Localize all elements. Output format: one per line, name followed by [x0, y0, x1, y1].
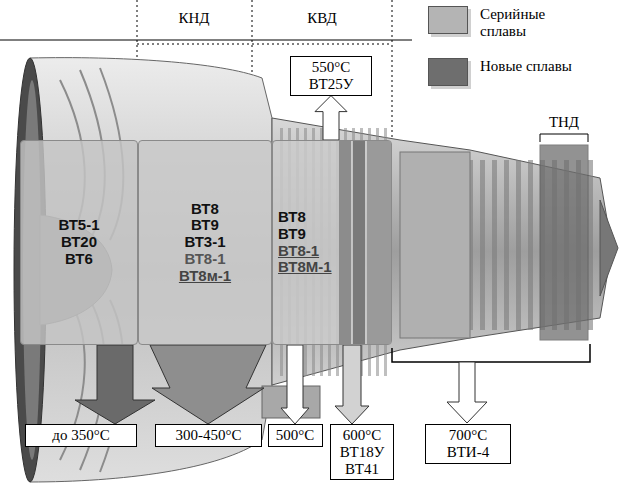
alloy-band: ВТ8ВТ9ВТ8-1ВТ8М-1	[272, 140, 392, 345]
section-bracket	[137, 44, 392, 45]
legend-swatch	[428, 6, 468, 34]
alloy-name: ВТ5-1	[58, 217, 99, 234]
exhaust-cone	[600, 200, 618, 296]
legend-label: Новые сплавы	[480, 58, 590, 75]
block-arrow	[150, 345, 266, 424]
block-arrow	[315, 96, 347, 140]
temperature-label: ВТ41	[345, 461, 379, 478]
legend-label: Серийные сплавы	[480, 6, 590, 39]
alloy-name: ВТ3-1	[184, 234, 225, 251]
alloy-name: ВТ8М-1	[278, 259, 332, 276]
temperature-box: 600°CВТ18УВТ41	[330, 424, 394, 480]
temperature-label: 600°C	[343, 427, 382, 444]
legend-swatch	[428, 58, 468, 86]
temperature-label: ВТ25У	[309, 76, 354, 93]
turbine-band	[540, 145, 588, 340]
temperature-label: ВТИ-4	[447, 444, 489, 461]
block-arrow	[281, 345, 309, 424]
legend-entry: Серийные сплавы	[428, 6, 598, 46]
section-label: КНД	[154, 10, 234, 27]
alloy-band: ВТ5-1ВТ20ВТ6	[20, 140, 138, 345]
stage-column	[367, 141, 391, 344]
temperature-box: 700°CВТИ-4	[425, 424, 511, 464]
alloy-name: ВТ8	[191, 201, 219, 218]
block-arrow	[447, 362, 487, 423]
temperature-label: до 350°C	[52, 427, 109, 444]
alloy-name: ВТ8-1	[278, 243, 319, 260]
section-label: ТНД	[524, 114, 604, 131]
frame-line	[0, 40, 412, 41]
section-divider	[392, 0, 393, 140]
region-bracket	[392, 344, 590, 362]
temperature-box: 300-450°C	[155, 424, 262, 447]
alloy-name: ВТ9	[191, 217, 219, 234]
alloy-name: ВТ8	[278, 209, 306, 226]
alloy-name: ВТ9	[278, 226, 306, 243]
temperature-box: 500°C	[268, 424, 323, 447]
alloy-name: ВТ6	[65, 251, 93, 268]
alloy-name: ВТ8-1	[184, 251, 225, 268]
legend-entry: Новые сплавы	[428, 58, 598, 98]
stage-column	[339, 141, 351, 344]
temperature-label: 550°C	[312, 59, 351, 76]
temperature-label: 500°C	[276, 427, 315, 444]
alloy-name: ВТ20	[61, 234, 97, 251]
alloy-band: ВТ8ВТ9ВТ3-1ВТ8-1ВТ8м-1	[138, 140, 272, 345]
section-bracket	[540, 134, 588, 142]
combustor	[400, 152, 470, 338]
core-casing	[272, 118, 612, 385]
block-arrow	[75, 345, 155, 424]
temperature-label: 700°C	[449, 427, 488, 444]
alloy-name: ВТ8м-1	[179, 268, 231, 285]
temperature-box: до 350°C	[25, 424, 137, 447]
section-label: КВД	[282, 10, 362, 27]
temperature-label: ВТ18У	[340, 444, 385, 461]
temperature-label: 300-450°C	[176, 427, 242, 444]
temperature-box: 550°CВТ25У	[290, 56, 372, 96]
stage-column	[353, 141, 365, 344]
block-arrow	[335, 345, 369, 424]
